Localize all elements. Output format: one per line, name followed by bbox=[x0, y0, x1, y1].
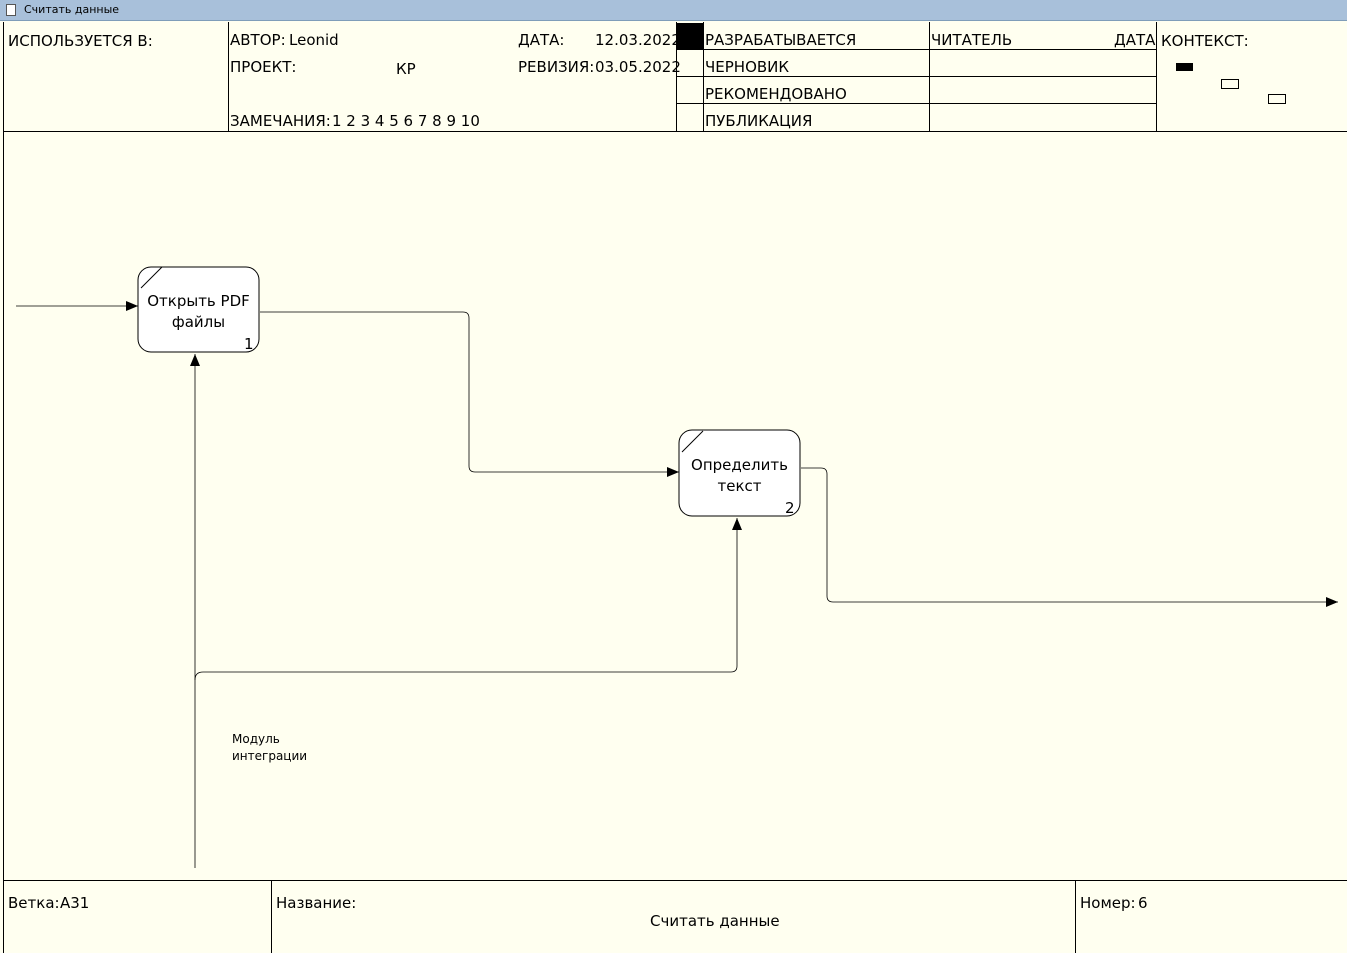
output-arrow bbox=[801, 467, 1338, 607]
window-title: Считать данные bbox=[24, 3, 120, 16]
author-value: Leonid bbox=[289, 31, 339, 49]
branch-value: A31 bbox=[60, 894, 90, 912]
status-draft: ЧЕРНОВИК bbox=[705, 58, 790, 76]
node1-label-line2: файлы bbox=[172, 313, 225, 331]
diagram-footer: Ветка: A31 Название: Считать данные Номе… bbox=[4, 880, 1347, 953]
context-label: КОНТЕКСТ: bbox=[1161, 32, 1249, 50]
reader-label: ЧИТАТЕЛЬ bbox=[931, 31, 1013, 49]
activity-box-1: Открыть PDF файлы 1 bbox=[137, 266, 260, 353]
node2-label-line2: текст bbox=[717, 477, 761, 495]
number-label: Номер: bbox=[1080, 894, 1136, 912]
mechanism-arrow-node2 bbox=[194, 518, 742, 681]
arrow-node1-to-node2 bbox=[260, 311, 679, 477]
status-working: РАЗРАБАТЫВАЕТСЯ bbox=[705, 31, 857, 49]
branch-label: Ветка: bbox=[8, 894, 60, 912]
status-publication: ПУБЛИКАЦИЯ bbox=[705, 112, 813, 130]
notes-numbers: 1 2 3 4 5 6 7 8 9 10 bbox=[332, 112, 480, 130]
node1-label-line1: Открыть PDF bbox=[147, 292, 250, 310]
window-titlebar: Считать данные bbox=[0, 0, 1347, 21]
reader-date-label: ДАТА bbox=[1114, 31, 1156, 49]
notes-label: ЗАМЕЧАНИЯ: bbox=[230, 112, 331, 130]
project-value: КР bbox=[396, 60, 416, 78]
used-in-label: ИСПОЛЬЗУЕТСЯ В: bbox=[8, 32, 153, 50]
status-recommended: РЕКОМЕНДОВАНО bbox=[705, 85, 847, 103]
context-box-3 bbox=[1268, 94, 1286, 104]
revision-value: 03.05.2022 bbox=[595, 58, 681, 76]
revision-label: РЕВИЗИЯ: bbox=[518, 58, 595, 76]
name-label: Название: bbox=[276, 894, 357, 912]
diagram-canvas: Открыть PDF файлы 1 Определить текст 2 bbox=[16, 266, 1338, 868]
number-value: 6 bbox=[1138, 894, 1148, 912]
mechanism-label: Модуль интеграции bbox=[232, 732, 308, 763]
author-label: АВТОР: bbox=[230, 31, 286, 49]
diagram-header: ИСПОЛЬЗУЕТСЯ В: АВТОР: Leonid ПРОЕКТ: КР… bbox=[4, 22, 1347, 132]
project-label: ПРОЕКТ: bbox=[230, 58, 297, 76]
date-label: ДАТА: bbox=[518, 31, 565, 49]
context-box-2 bbox=[1221, 79, 1239, 89]
node2-number: 2 bbox=[785, 499, 795, 517]
node1-number: 1 bbox=[244, 335, 254, 353]
context-box-current bbox=[1176, 63, 1193, 71]
node2-label-line1: Определить bbox=[691, 456, 788, 474]
status-marker bbox=[677, 23, 703, 49]
diagram-name: Считать данные bbox=[650, 912, 780, 930]
activity-box-2: Определить текст 2 bbox=[678, 429, 801, 517]
document-icon bbox=[6, 4, 16, 16]
date-value: 12.03.2022 bbox=[595, 31, 681, 49]
idef0-diagram-frame: ИСПОЛЬЗУЕТСЯ В: АВТОР: Leonid ПРОЕКТ: КР… bbox=[3, 22, 1347, 953]
